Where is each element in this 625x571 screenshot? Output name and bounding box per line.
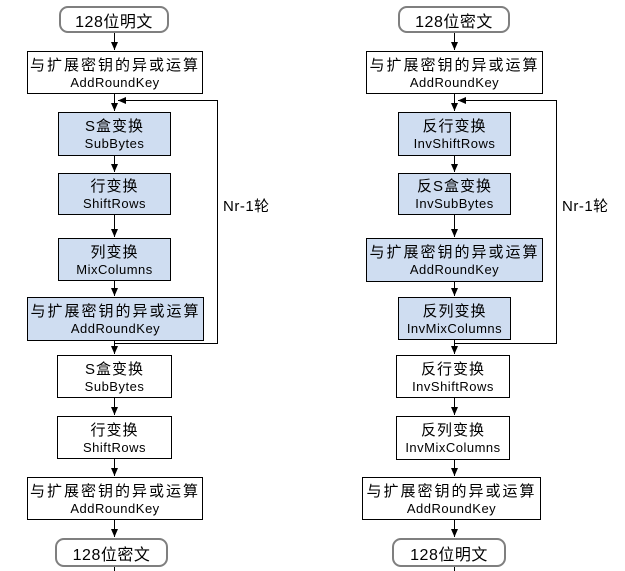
node-sublabel: AddRoundKey [409,74,500,90]
node-sublabel: AddRoundKey [70,74,160,90]
node-sublabel: AddRoundKey [70,500,160,516]
node-sublabel: InvShiftRows [412,378,494,394]
node-label: 与扩展密钥的异或运算 [30,303,201,320]
node-sublabel: MixColumns [76,261,153,277]
dec-addroundkey-final: 与扩展密钥的异或运算 AddRoundKey [362,477,541,520]
enc-addroundkey-round: 与扩展密钥的异或运算 AddRoundKey [27,297,204,341]
enc-addroundkey-final: 与扩展密钥的异或运算 AddRoundKey [27,477,203,520]
dec-invmixcolumns-round: 反列变换 InvMixColumns [398,297,511,340]
enc-shiftrows-final: 行变换 ShiftRows [57,416,172,459]
node-sublabel: AddRoundKey [409,262,500,277]
node-label: 行变换 [90,421,139,439]
terminal-label: 128位明文 [410,546,488,564]
enc-mixcolumns-round: 列变换 MixColumns [58,238,171,281]
node-label: 与扩展密钥的异或运算 [29,56,200,74]
node-label: 反列变换 [420,422,485,439]
terminal-label: 128位密文 [415,13,493,31]
dec-invmixcolumns-final: 反列变换 InvMixColumns [396,416,510,460]
dec-invshiftrows-final: 反行变换 InvShiftRows [396,355,510,398]
enc-subbytes-round: S盒变换 SubBytes [58,112,171,156]
node-sublabel: InvMixColumns [405,440,501,455]
node-label: 与扩展密钥的异或运算 [369,244,540,261]
node-sublabel: InvMixColumns [406,320,503,336]
dec-invsubbytes-round: 反S盒变换 InvSubBytes [398,173,511,215]
node-label: 反行变换 [422,118,487,135]
node-label: 行变换 [90,178,139,195]
node-label: 反列变换 [422,302,487,320]
dec-addroundkey-initial: 与扩展密钥的异或运算 AddRoundKey [366,51,543,94]
enc-shiftrows-round: 行变换 ShiftRows [58,173,171,215]
node-label: S盒变换 [84,118,144,135]
dec-plaintext-terminal: 128位明文 [392,538,506,567]
node-sublabel: InvSubBytes [415,196,494,211]
terminal-label: 128位明文 [75,13,153,31]
dec-invshiftrows-round: 反行变换 InvShiftRows [398,112,511,156]
node-label: 与扩展密钥的异或运算 [369,56,540,74]
node-sublabel: ShiftRows [82,439,147,455]
node-label: 反S盒变换 [416,178,492,195]
node-label: 列变换 [90,243,139,261]
node-sublabel: SubBytes [84,378,145,394]
node-label: 与扩展密钥的异或运算 [29,482,200,500]
terminal-label: 128位密文 [72,546,151,564]
dec-loop-label: Nr-1轮 [562,198,609,215]
node-label: S盒变换 [84,360,144,378]
node-sublabel: SubBytes [84,136,145,151]
node-sublabel: ShiftRows [82,196,147,211]
enc-ciphertext-terminal: 128位密文 [55,538,168,567]
node-sublabel: InvShiftRows [413,136,496,151]
node-label: 反行变换 [420,360,485,378]
enc-plaintext-terminal: 128位明文 [59,6,169,33]
node-label: 与扩展密钥的异或运算 [366,482,537,500]
enc-subbytes-final: S盒变换 SubBytes [57,355,172,398]
enc-addroundkey-initial: 与扩展密钥的异或运算 AddRoundKey [27,51,203,94]
dec-addroundkey-round: 与扩展密钥的异或运算 AddRoundKey [366,238,543,282]
enc-loop-label: Nr-1轮 [223,198,270,215]
node-sublabel: AddRoundKey [70,321,161,336]
dec-ciphertext-terminal: 128位密文 [398,6,510,33]
node-sublabel: AddRoundKey [406,500,497,516]
